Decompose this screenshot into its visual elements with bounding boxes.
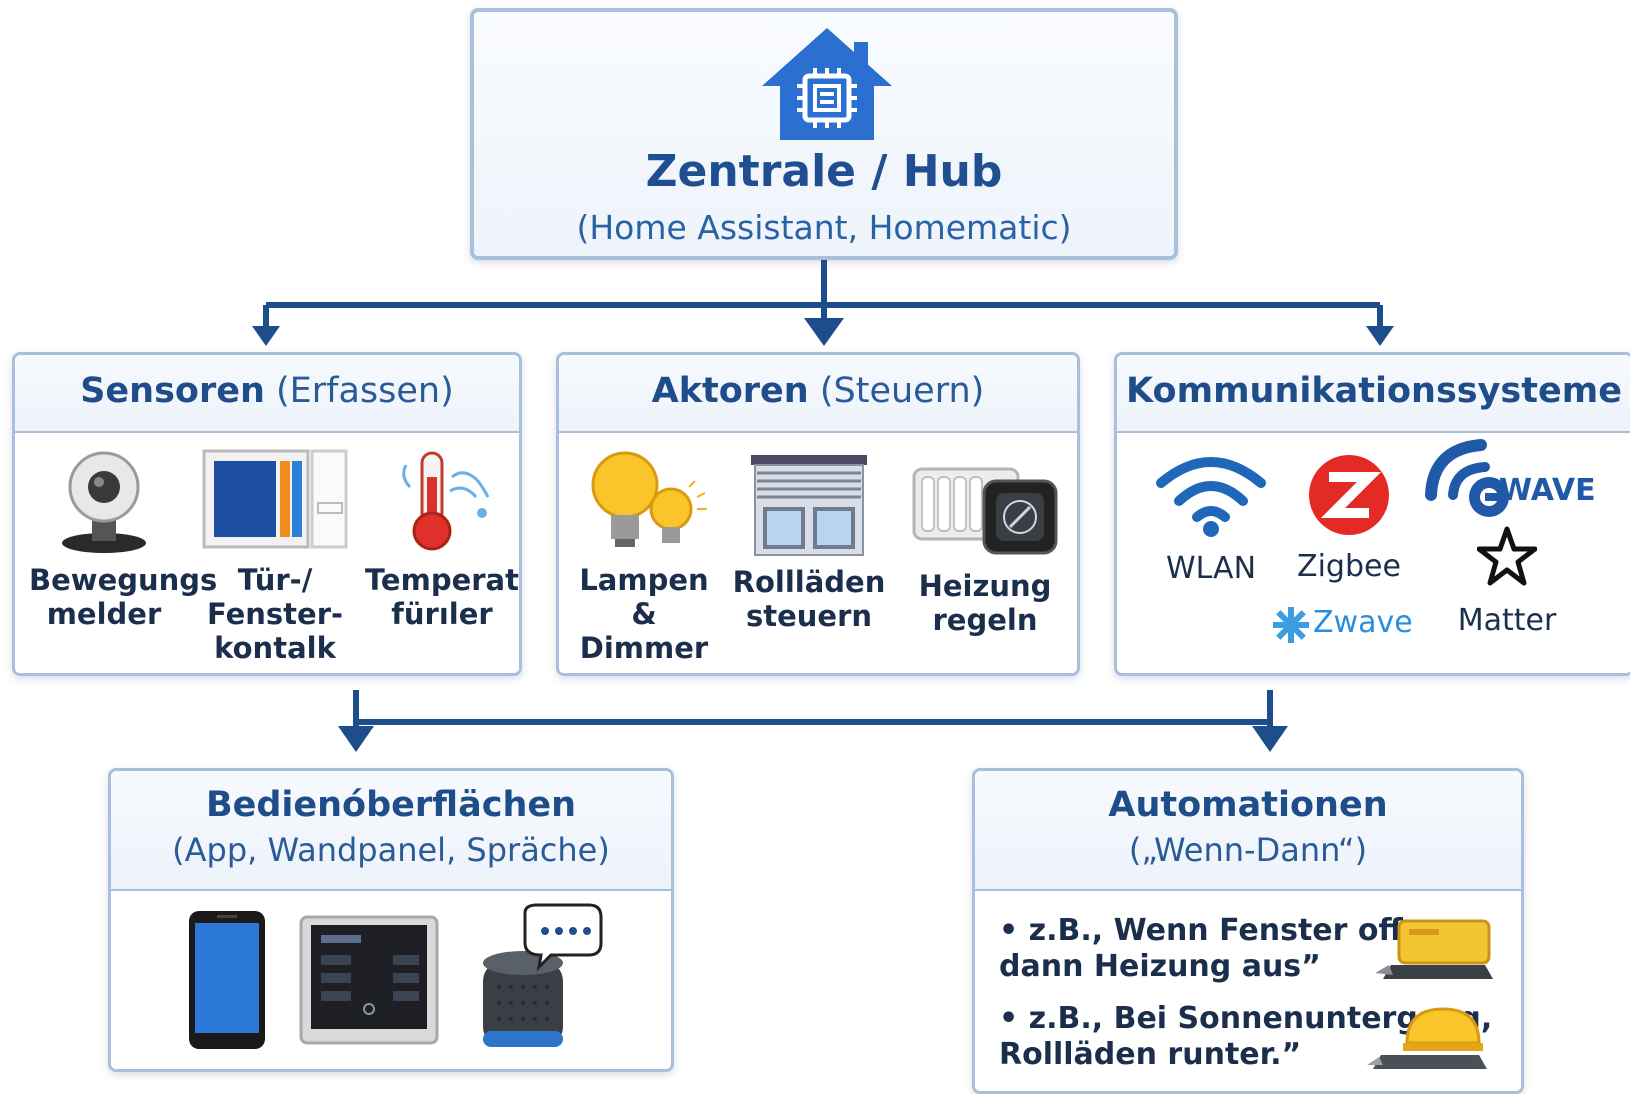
bedien-header: Bedienóberflächen (App, Wandpanel, Spräc… <box>111 771 671 891</box>
kommunikation-body: WLAN Zigbee Zwave WAVE Matter <box>1117 433 1630 673</box>
sensoren-subtitle: (Erfassen) <box>276 371 454 411</box>
bedien-box: Bedienóberflächen (App, Wandpanel, Spräc… <box>108 768 674 1072</box>
aktoren-body: Lampen & Dimmer Rollläden steuern <box>559 433 1077 673</box>
aktor-item-lamp-label: Lampen & Dimmer <box>579 563 709 665</box>
zwave-logo-icon <box>1425 439 1509 517</box>
heater-window-icon <box>1375 919 1493 979</box>
aktoren-title: Aktoren <box>651 371 809 411</box>
radiator-thermostat-icon <box>912 467 1058 555</box>
zigbee-label: Zigbee <box>1297 549 1401 584</box>
wlan-label: WLAN <box>1165 551 1257 586</box>
bedien-title: Bedienóberflächen <box>205 785 577 825</box>
zwave-snowflake-icon <box>1273 607 1309 643</box>
matter-star-icon <box>1477 526 1537 586</box>
bedien-body <box>111 891 671 1069</box>
hub-box: Zentrale / Hub (Home Assistant, Homemati… <box>470 8 1178 260</box>
kommunikation-header: Kommunikationssysteme <box>1117 355 1630 433</box>
wifi-icon <box>1156 457 1266 537</box>
aktor-item-heating: Heizung regeln <box>897 453 1073 637</box>
zwave-label: Zwave <box>1313 605 1413 640</box>
automationen-box: Automationen („Wenn-Dann“) • z.B., Wenn … <box>972 768 1524 1094</box>
aktoren-subtitle: (Steuern) <box>819 371 985 411</box>
smart-home-chip-icon <box>762 28 892 140</box>
aktor-item-shutter-label: Rollläden steuern <box>732 565 886 633</box>
aktor-item-heating-label: Heizung regeln <box>918 569 1052 637</box>
aktor-item-lamp: Lampen & Dimmer <box>569 447 719 665</box>
sensor-item-door: Tür-/ Fenster- kontalk <box>195 447 355 665</box>
sunset-shutter-icon <box>1367 1007 1487 1069</box>
wall-panel-icon <box>299 915 439 1045</box>
sensoren-body: Bewegungs melder Tür-/ Fenster- kontalk <box>15 433 519 673</box>
aktoren-header: Aktoren (Steuern) <box>559 355 1077 433</box>
sensor-item-motion-label: Bewegungs melder <box>29 563 218 631</box>
light-bulb-icon <box>591 451 707 547</box>
zwave-logo-text: WAVE <box>1499 473 1596 508</box>
roller-shutter-icon <box>751 455 867 556</box>
sensoren-title: Sensoren <box>80 371 265 411</box>
door-window-contact-icon <box>202 449 348 549</box>
automationen-header: Automationen („Wenn-Dann“) <box>975 771 1521 891</box>
sensor-item-temperature: Temperatur fürıler <box>365 447 519 631</box>
automationen-subtitle: („Wenn-Dann“) <box>1128 831 1368 869</box>
sensoren-header: Sensoren (Erfassen) <box>15 355 519 433</box>
sensor-item-motion: Bewegungs melder <box>29 447 218 631</box>
matter-label: Matter <box>1457 603 1557 638</box>
kommunikation-box: Kommunikationssysteme WLAN Zigbee Zwave <box>1114 352 1630 676</box>
thermometer-icon <box>402 451 490 551</box>
sensoren-box: Sensoren (Erfassen) Bewegungs melder <box>12 352 522 676</box>
sensor-item-door-label: Tür-/ Fenster- kontalk <box>206 563 344 665</box>
aktor-item-shutter: Rollläden steuern <box>729 453 889 633</box>
kommunikation-title: Kommunikationssysteme <box>1126 371 1622 411</box>
hub-title: Zentrale / Hub <box>645 146 1003 197</box>
smartphone-icon <box>189 911 265 1049</box>
sensor-item-temperature-label: Temperatur fürıler <box>365 563 519 631</box>
automationen-body: • z.B., Wenn Fenster offen, dann Heizung… <box>975 891 1521 1091</box>
zigbee-icon <box>1309 455 1389 535</box>
aktoren-box: Aktoren (Steuern) Lampen & Dimmer <box>556 352 1080 676</box>
smart-speaker-icon <box>483 903 603 1047</box>
motion-sensor-icon <box>62 451 146 553</box>
hub-subtitle: (Home Assistant, Homematic) <box>576 208 1072 247</box>
automationen-title: Automationen <box>1108 785 1388 825</box>
bedien-subtitle: (App, Wandpanel, Spräche) <box>172 831 610 869</box>
